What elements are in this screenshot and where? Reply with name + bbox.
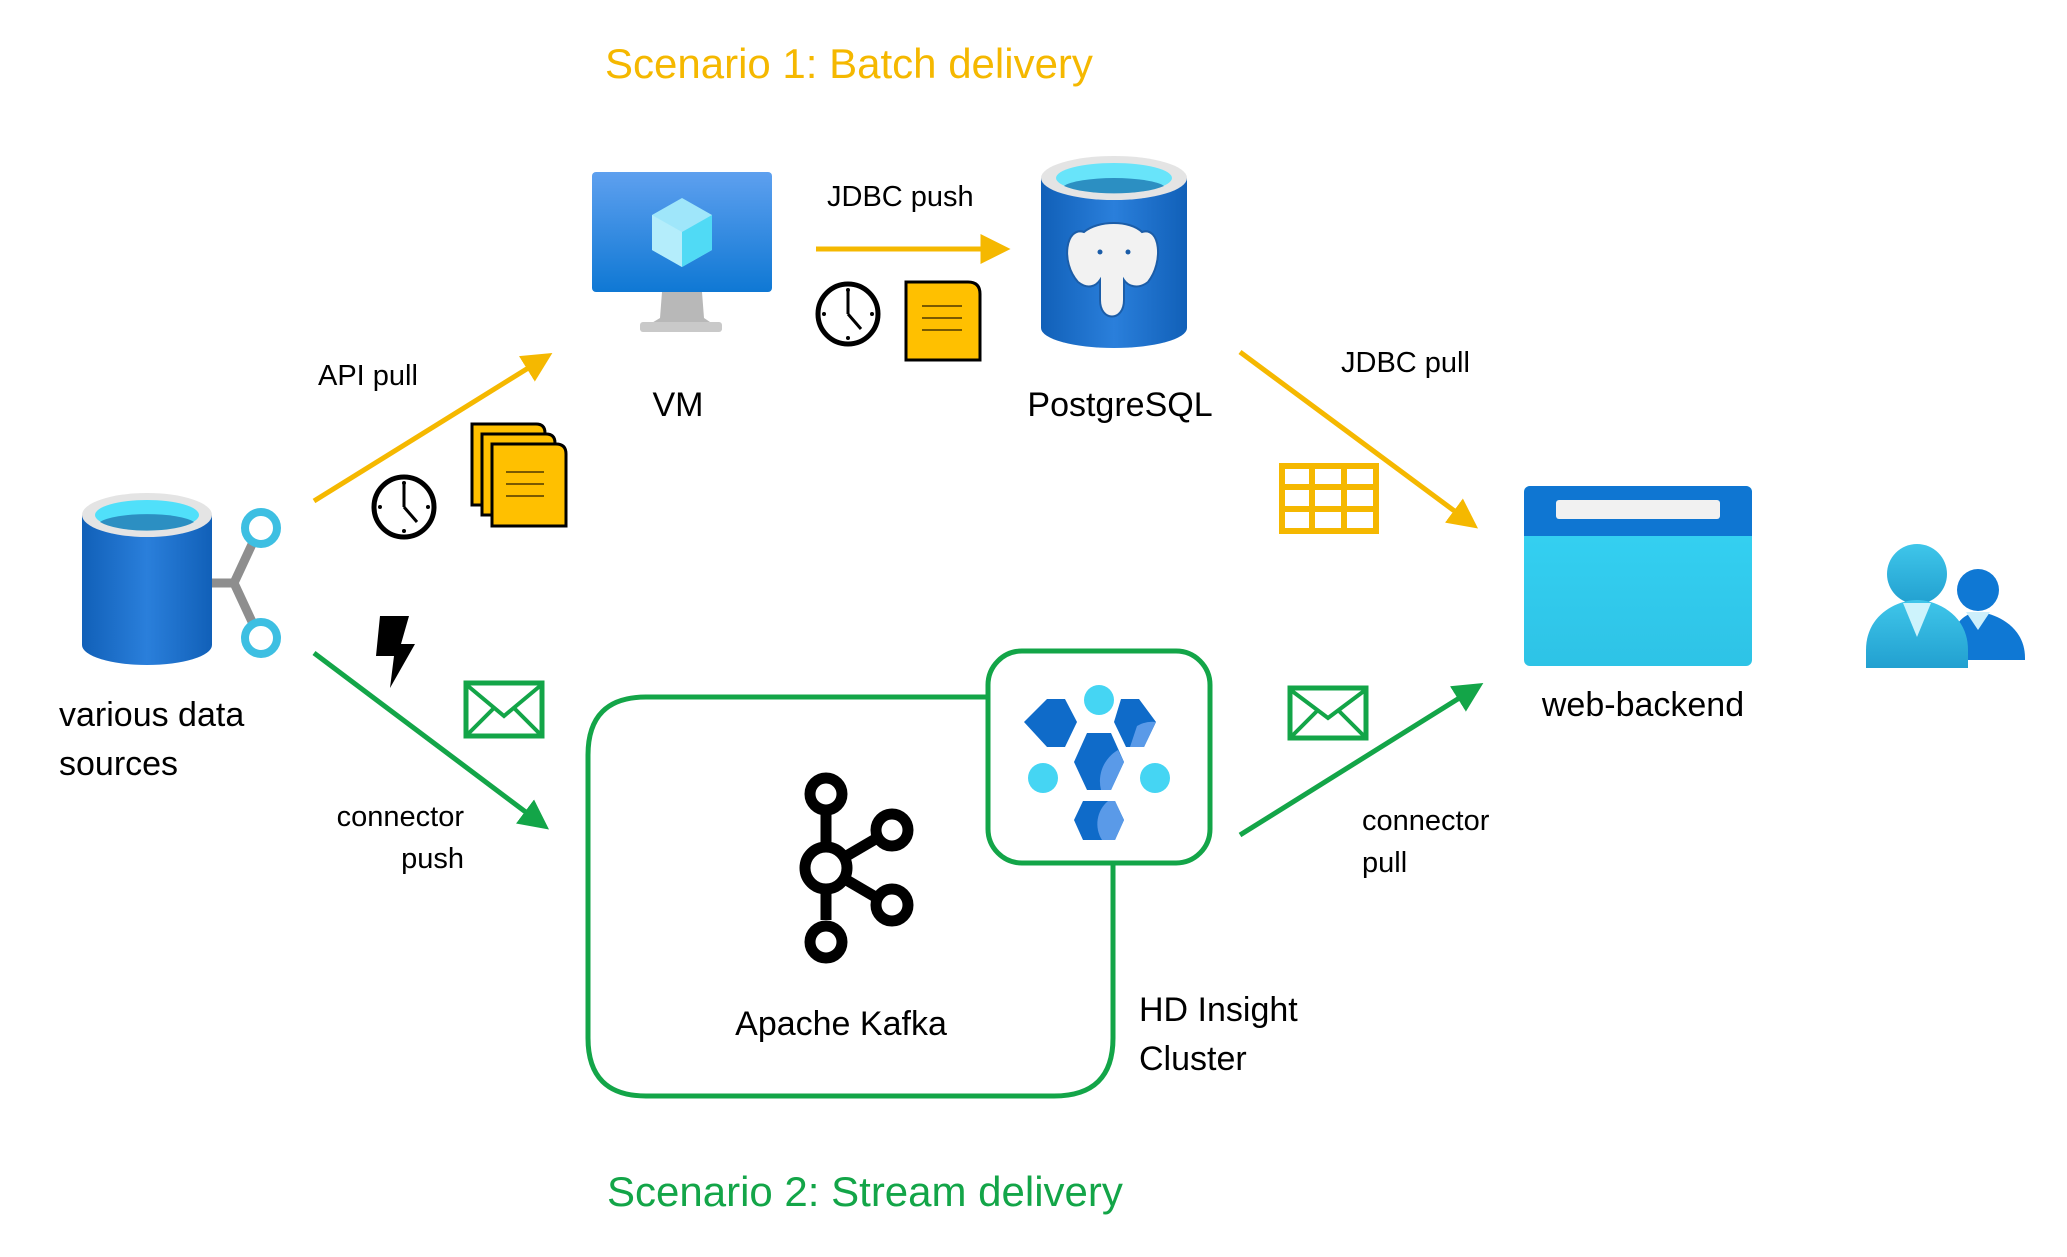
clock-icon xyxy=(371,474,437,540)
envelope-icon xyxy=(1287,685,1369,741)
web-app-icon xyxy=(1524,486,1752,666)
documents-stack-icon xyxy=(470,422,568,528)
data-sources-label-line1: various data xyxy=(59,696,245,734)
edge-api-pull xyxy=(312,353,553,504)
jdbc-pull-label: JDBC pull xyxy=(1341,347,1470,379)
connector-pull-label-line2: pull xyxy=(1362,847,1408,879)
hdinsight-label-line1: HD Insight xyxy=(1139,991,1298,1029)
web-backend-node[interactable] xyxy=(1524,486,1752,666)
postgresql-database-icon xyxy=(1041,156,1187,348)
postgres-label: PostgreSQL xyxy=(1027,386,1213,424)
edge-jdbc-pull xyxy=(1238,349,1479,529)
connector-push-label-line2: push xyxy=(401,843,464,875)
connector-pull-label-line1: connector xyxy=(1362,805,1490,837)
users-node[interactable] xyxy=(1866,544,2025,668)
document-icon xyxy=(904,280,982,362)
kafka-label: Apache Kafka xyxy=(735,1005,947,1043)
stream-scenario-title: Scenario 2: Stream delivery xyxy=(607,1168,1123,1215)
api-pull-label: API pull xyxy=(318,360,418,392)
kafka-node[interactable] xyxy=(585,694,1116,1099)
database-share-icon xyxy=(82,493,281,665)
jdbc-push-label: JDBC push xyxy=(827,181,974,213)
hdinsight-node[interactable] xyxy=(985,648,1213,866)
vm-label: VM xyxy=(652,386,704,424)
clock-icon xyxy=(815,281,881,347)
envelope-icon xyxy=(463,680,545,739)
hdinsight-icon xyxy=(1024,685,1170,840)
data-sources-node[interactable] xyxy=(82,493,281,665)
postgres-node[interactable] xyxy=(1041,156,1187,348)
virtual-machine-icon xyxy=(592,172,772,332)
web-backend-label: web-backend xyxy=(1541,686,1745,724)
edge-connector-push xyxy=(312,651,549,830)
connector-push-label-line1: connector xyxy=(336,801,464,833)
users-icon xyxy=(1866,544,2025,668)
table-icon xyxy=(1279,463,1379,534)
batch-scenario-title: Scenario 1: Batch delivery xyxy=(605,40,1093,87)
lightning-icon xyxy=(376,616,415,688)
data-sources-label-line2: sources xyxy=(59,745,179,783)
vm-node[interactable] xyxy=(592,172,772,332)
kafka-icon xyxy=(799,772,914,964)
hdinsight-label-line2: Cluster xyxy=(1139,1040,1247,1078)
edge-connector-pull xyxy=(1238,683,1484,838)
